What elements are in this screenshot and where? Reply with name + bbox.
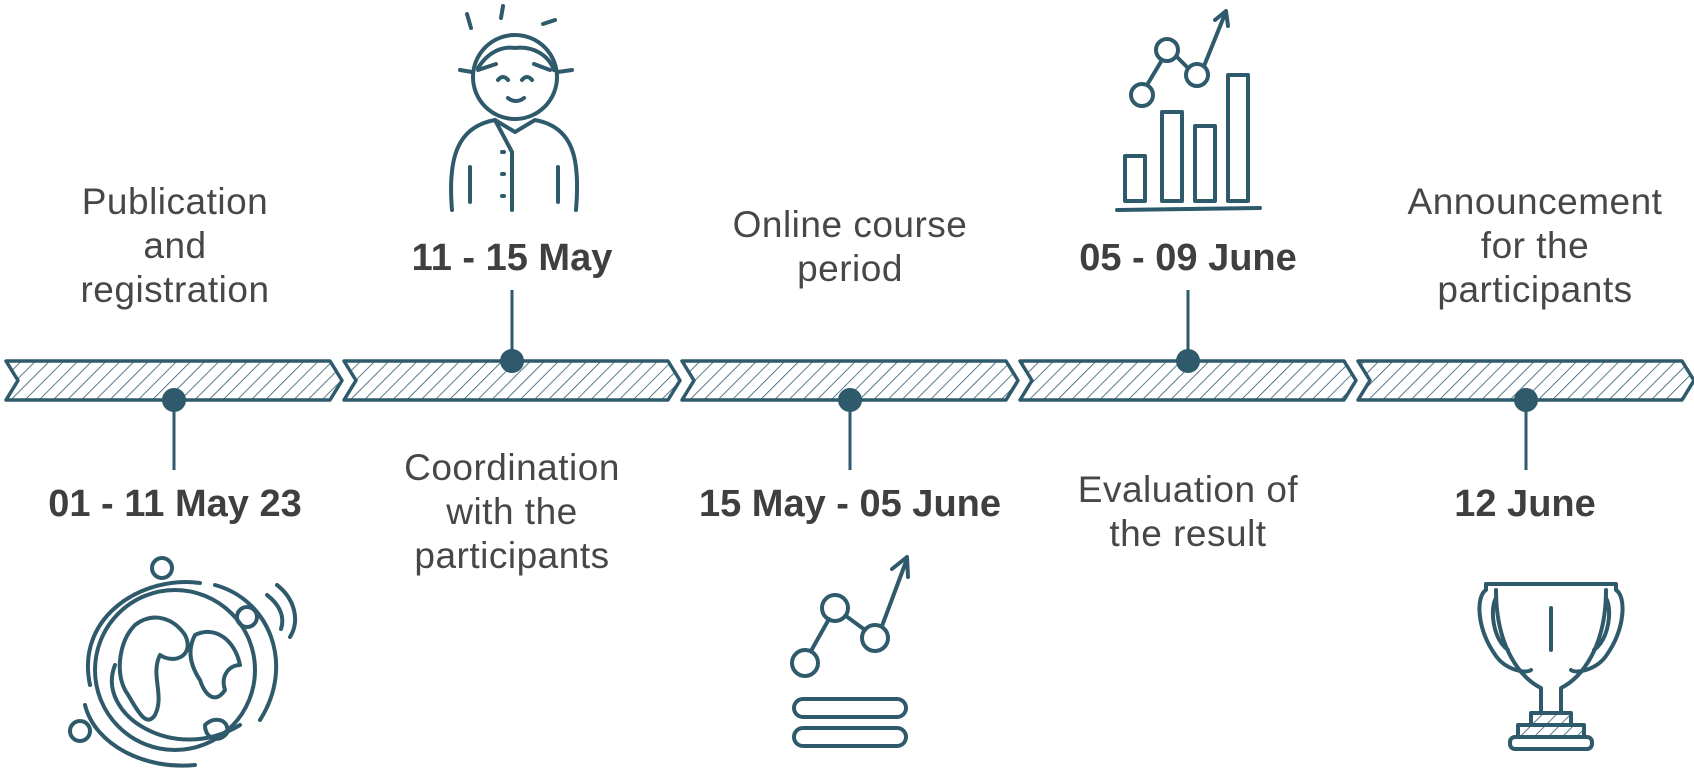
step-4-date: 05 - 09 June — [1079, 237, 1297, 279]
connector-dot-2 — [500, 349, 524, 373]
step-1-date: 01 - 11 May 23 — [48, 483, 302, 525]
timeline-segment-3 — [680, 359, 1020, 402]
step-2-label: Coordination with the participants — [404, 447, 620, 576]
step-3-label: Online course period — [732, 204, 968, 289]
connector-dot-1 — [162, 388, 186, 412]
step-5-date: 12 June — [1454, 483, 1596, 525]
step-2-date: 11 - 15 May — [411, 237, 613, 279]
connector-dot-5 — [1514, 388, 1538, 412]
timeline-segment-5 — [1356, 359, 1694, 402]
step-3-date: 15 May - 05 June — [698, 483, 1002, 525]
timeline-segment-2 — [342, 359, 682, 402]
connector-dot-3 — [838, 388, 862, 412]
connector-dot-4 — [1176, 349, 1200, 373]
bar-chart-icon — [1115, 9, 1262, 212]
globe-icon — [68, 556, 298, 768]
step-1-label: Publication and registration — [80, 181, 270, 310]
step-4-label: Evaluation of the result — [1077, 469, 1299, 554]
growth-chart-icon — [790, 555, 910, 748]
trophy-icon — [1477, 582, 1625, 751]
timeline-segment-1 — [4, 359, 344, 402]
person-icon — [449, 4, 580, 212]
step-5-label: Announcement for the participants — [1407, 181, 1663, 310]
timeline-segment-4 — [1018, 359, 1358, 402]
